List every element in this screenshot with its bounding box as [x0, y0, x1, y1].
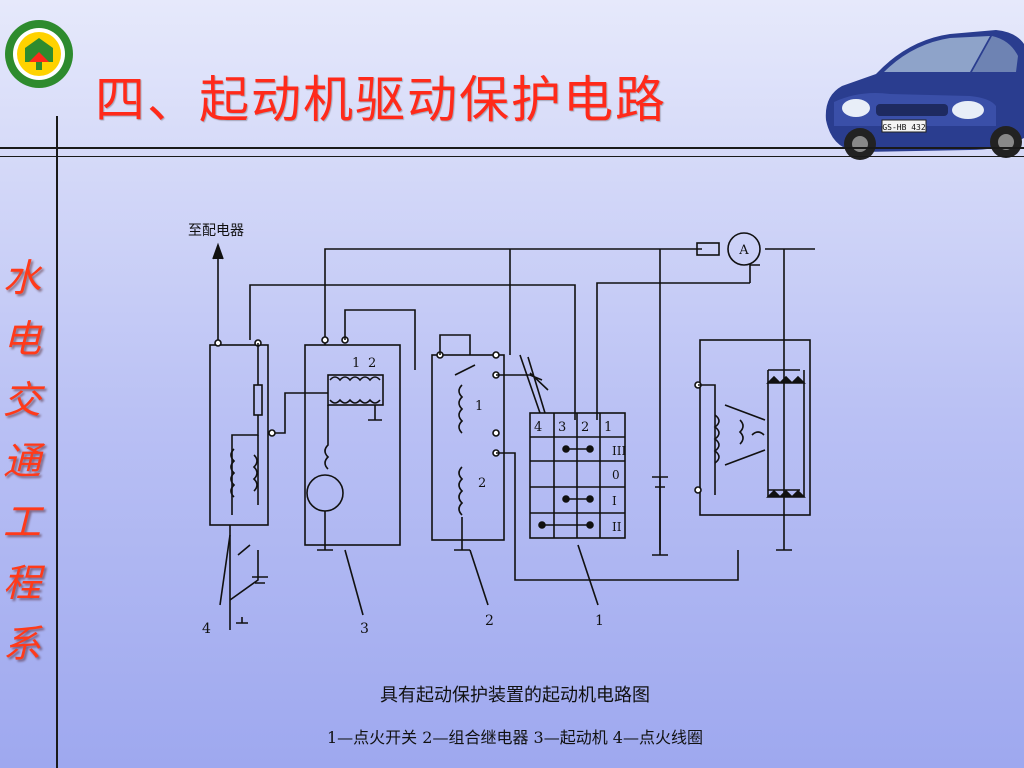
department-char: 通 — [2, 439, 41, 483]
department-char: 交 — [2, 378, 41, 422]
department-char: 工 — [2, 500, 41, 544]
solenoid — [327, 374, 384, 406]
fuse — [696, 242, 720, 256]
motor-armature — [306, 474, 344, 512]
solenoid-label-1: 1 — [352, 356, 360, 371]
diagram-caption: 具有起动保护装置的起动机电路图 — [380, 685, 650, 706]
svg-text:GS-HB 432: GS-HB 432 — [882, 123, 926, 132]
department-char: 程 — [2, 561, 41, 605]
car-icon: GS-HB 432 — [825, 30, 1024, 160]
starter-circuit-diagram: 至配电器 A 1 2 1 2 — [188, 223, 815, 637]
starter-motor — [304, 344, 401, 546]
switch-row-III: III — [612, 444, 626, 458]
arrow-head-icon — [212, 242, 224, 260]
department-label: 水 电 交 通 工 程 系 — [0, 248, 44, 675]
solenoid-label-2: 2 — [368, 356, 376, 371]
relay-coil-label-1: 1 — [475, 399, 483, 414]
department-char: 系 — [2, 622, 41, 666]
page-title: 四、起动机驱动保护电路 — [95, 71, 667, 129]
switch-col-1: 1 — [604, 420, 612, 435]
ignition-coil — [209, 344, 269, 526]
alternator — [699, 339, 811, 516]
header-rule — [0, 147, 1024, 149]
sidebar-rule — [56, 116, 58, 768]
switch-col-2: 2 — [581, 420, 589, 435]
switch-row-I: I — [612, 494, 617, 508]
ammeter-label: A — [738, 243, 749, 258]
department-char: 水 — [2, 256, 41, 300]
department-char: 电 — [2, 317, 41, 361]
diagram-legend: 1—点火开关 2—组合继电器 3—起动机 4—点火线圈 — [327, 728, 703, 747]
ammeter — [727, 232, 761, 266]
switch-row-0: 0 — [612, 468, 620, 482]
switch-col-4: 4 — [534, 420, 542, 435]
component-number-3: 3 — [360, 621, 369, 637]
switch-row-II: II — [612, 520, 622, 534]
school-emblem-icon — [5, 20, 73, 88]
composite-relay — [431, 354, 505, 541]
component-number-2: 2 — [485, 613, 494, 629]
component-number-4: 4 — [202, 621, 211, 637]
relay-coil-label-2: 2 — [478, 476, 486, 491]
header-rule-thin — [0, 156, 1024, 157]
component-number-1: 1 — [595, 613, 604, 629]
to-distributor-label: 至配电器 — [188, 223, 244, 239]
switch-col-3: 3 — [558, 420, 566, 435]
